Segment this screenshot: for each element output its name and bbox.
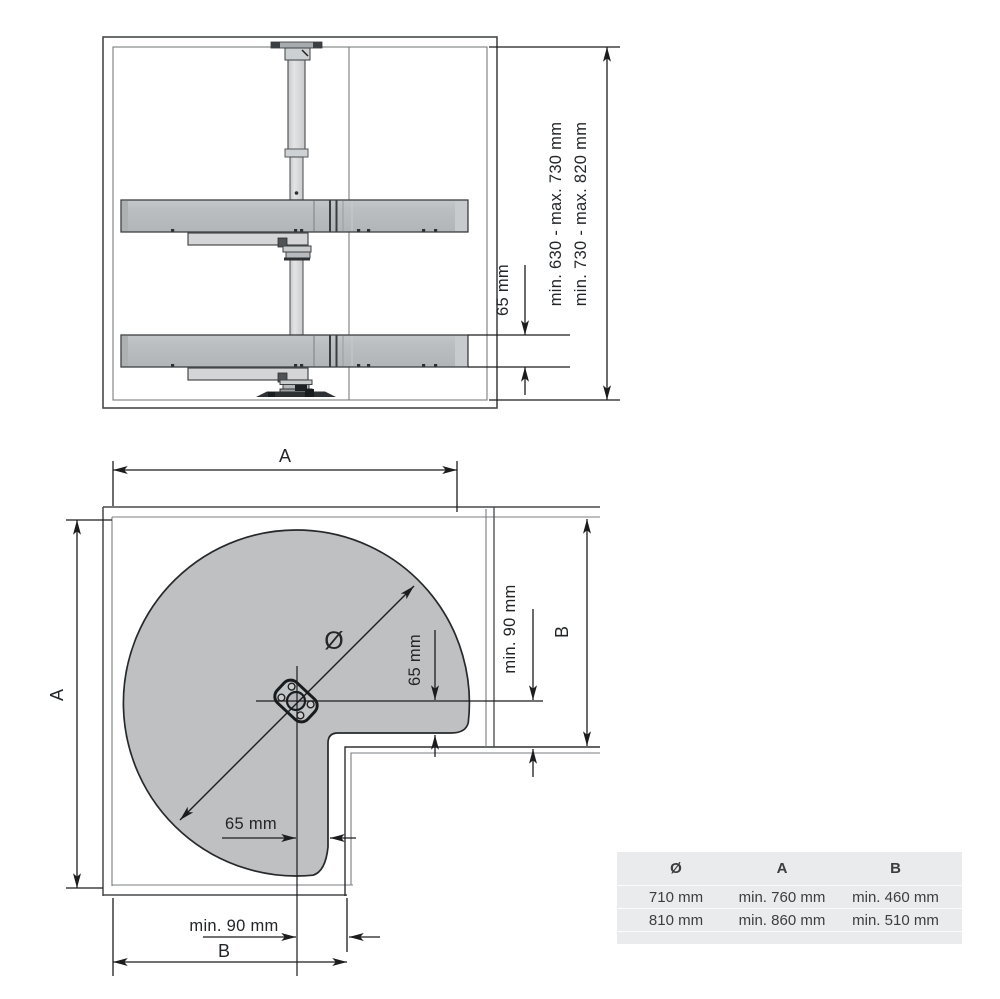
table-header-diameter: Ø xyxy=(670,860,682,877)
height-dimension-label-1: min. 630 - max. 730 mm xyxy=(547,122,565,307)
dim-min90-bottom xyxy=(203,898,380,952)
dim-a-top-label: A xyxy=(279,446,291,466)
cabinet-outer-carcass xyxy=(102,36,498,409)
table-header-b: B xyxy=(890,860,901,877)
carousel-pole xyxy=(284,59,309,336)
spec-table-header-row: Ø A B xyxy=(617,852,962,886)
height-dimension-label-2: min. 730 - max. 820 mm xyxy=(572,122,590,307)
spec-table: Ø A B 710 mm min. 760 mm min. 460 mm 810… xyxy=(617,852,962,944)
table-cell-diameter: 810 mm xyxy=(648,911,704,929)
pole-top-mount xyxy=(270,41,323,61)
table-row: 810 mm min. 860 mm min. 510 mm xyxy=(617,909,962,932)
dim-min90-right-label: min. 90 mm xyxy=(501,584,519,673)
dim-65-vertical-label: 65 mm xyxy=(406,634,424,686)
table-cell-diameter: 710 mm xyxy=(648,888,704,906)
table-cell-b: min. 460 mm xyxy=(852,888,939,906)
dim-a-left xyxy=(66,519,112,889)
plan-cabinet-walls xyxy=(102,506,600,896)
dim-b-bottom xyxy=(112,898,347,976)
dim-a-top xyxy=(112,461,458,512)
table-row: 710 mm min. 760 mm min. 460 mm xyxy=(617,886,962,909)
plan-view: Ø A A B min. 90 mm 65 mm xyxy=(47,446,600,976)
dim-b-right-label: B xyxy=(552,626,572,638)
dim-b-bottom-label: B xyxy=(218,941,230,961)
carousel-shelf-bottom xyxy=(120,334,469,383)
top-shelf-hub xyxy=(282,245,312,261)
table-cell-a: min. 760 mm xyxy=(738,888,826,906)
dim-65-horizontal-label: 65 mm xyxy=(225,815,277,833)
table-cell-b: min. 510 mm xyxy=(852,911,939,929)
diameter-symbol: Ø xyxy=(324,627,343,655)
dim-min90-bottom-label: min. 90 mm xyxy=(189,917,278,935)
table-cell-a: min. 860 mm xyxy=(738,911,826,929)
shelf-rim-dimension xyxy=(468,265,570,395)
carousel-shelf-top xyxy=(120,199,469,248)
height-dimension xyxy=(489,46,620,401)
front-elevation-view: min. 630 - max. 730 mm min. 730 - max. 8… xyxy=(102,36,620,409)
dim-a-left-label: A xyxy=(47,689,67,701)
shelf-rim-dimension-label: 65 mm xyxy=(494,264,512,316)
pole-base-mount xyxy=(256,379,336,397)
diameter-line xyxy=(179,585,415,821)
table-header-a: A xyxy=(776,860,788,877)
